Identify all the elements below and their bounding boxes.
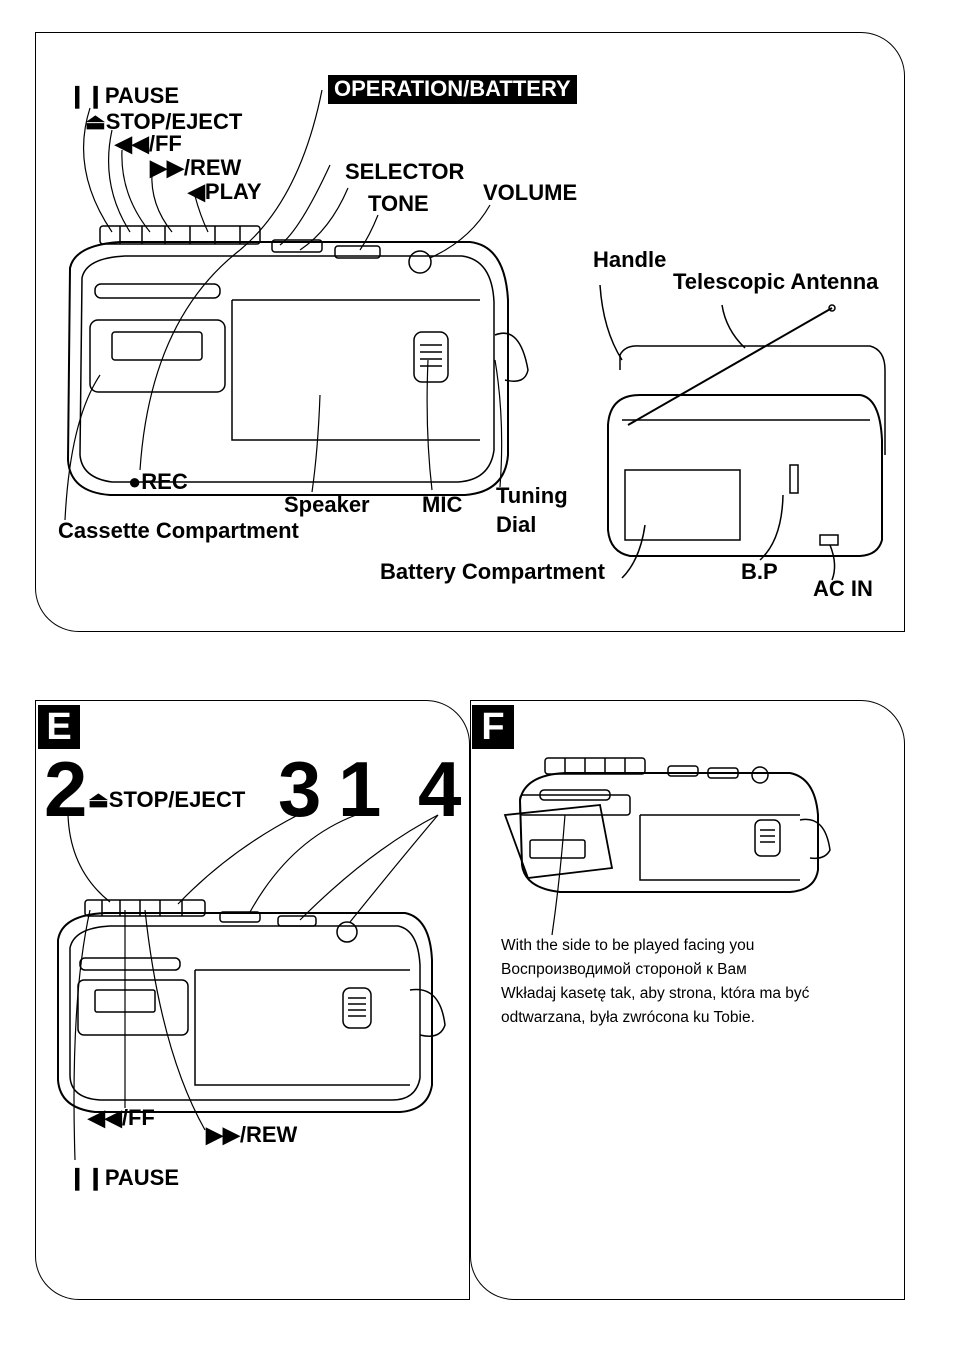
step-2: 2 — [44, 745, 88, 833]
step-4: 4 — [418, 745, 462, 833]
panel-f — [470, 700, 905, 1300]
panel-e-letter: E — [38, 705, 80, 749]
step-1: 1 — [338, 745, 382, 833]
bp-label: B.P — [741, 559, 778, 584]
e-ff-label: ◀◀/FF — [88, 1105, 155, 1130]
speaker-label: Speaker — [284, 492, 370, 517]
caption-russian: Воспроизводимой стороной к Вам — [501, 961, 747, 978]
ff-label: ◀◀/FF — [115, 131, 182, 156]
dial-label: Dial — [496, 512, 537, 537]
leader-lines-top — [64, 89, 503, 521]
mic-label: MIC — [422, 492, 463, 517]
rec-label: ●REC — [128, 469, 188, 494]
handle-label: Handle — [593, 247, 667, 272]
radio-front-illustration — [66, 225, 529, 496]
panel-f-letter: F — [472, 705, 514, 749]
selector-label: SELECTOR — [345, 159, 465, 184]
panel-e — [35, 700, 470, 1300]
cassette-compartment-label: Cassette Compartment — [58, 518, 299, 543]
leader-lines-e — [67, 814, 439, 1161]
caption-english: With the side to be played facing you — [501, 937, 755, 954]
radio-back-illustration — [599, 284, 886, 581]
stop-eject-label: ⏏STOP/EJECT — [85, 109, 243, 134]
caption-polish-line2: odtwarzana, była zwrócona ku Tobie. — [501, 1009, 755, 1026]
ac-in-label: AC IN — [813, 576, 873, 601]
step-3: 3 — [278, 745, 322, 833]
battery-compartment-label: Battery Compartment — [380, 559, 605, 584]
tone-label: TONE — [368, 191, 429, 216]
rew-label: ▶▶/REW — [150, 155, 242, 180]
caption-polish-line1: Wkładaj kasetę tak, aby strona, która ma… — [501, 985, 810, 1002]
radio-f-illustration — [503, 757, 831, 936]
volume-label: VOLUME — [483, 180, 578, 205]
e-pause-label: ❙❙PAUSE — [68, 1165, 180, 1190]
play-label: ◀PLAY — [188, 179, 262, 204]
pause-label: ❙❙PAUSE — [68, 83, 180, 108]
e-stop-eject-label: ⏏STOP/EJECT — [88, 787, 246, 812]
telescopic-antenna-label: Telescopic Antenna — [673, 269, 879, 294]
tuning-label: Tuning — [496, 483, 568, 508]
operation-battery-panel — [35, 32, 905, 632]
operation-battery-title: OPERATION/BATTERY — [328, 75, 577, 104]
e-rew-label: ▶▶/REW — [206, 1122, 298, 1147]
